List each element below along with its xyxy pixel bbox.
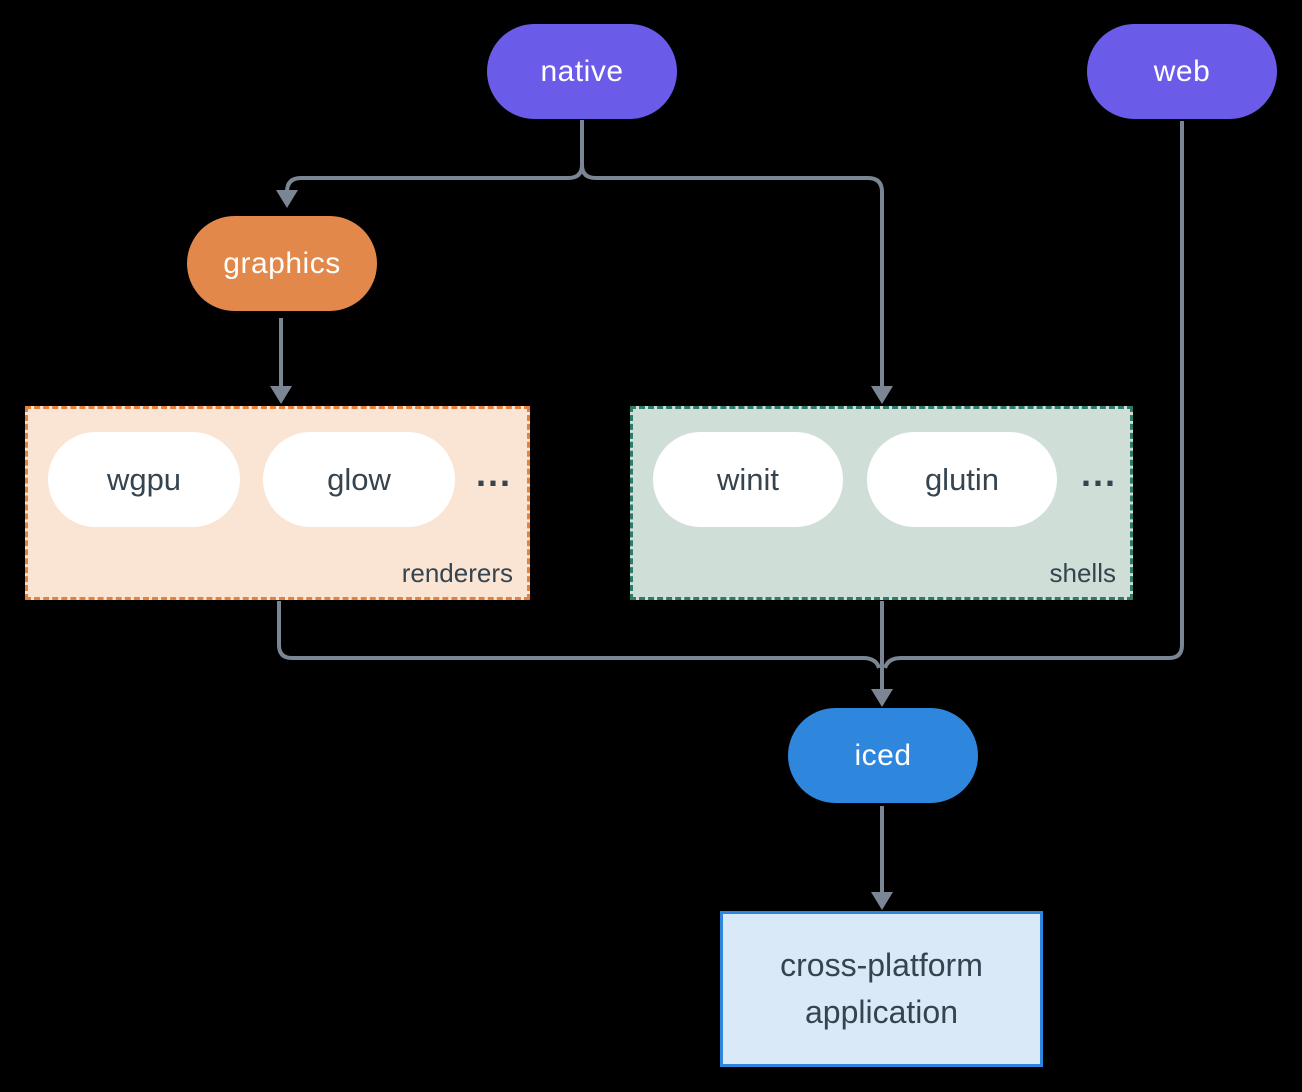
- node-web: web: [1087, 24, 1277, 119]
- arrowhead-application: [871, 892, 893, 910]
- arrowhead-shells: [871, 386, 893, 404]
- node-native: native: [487, 24, 677, 119]
- shells-ellipsis: ...: [1081, 453, 1118, 494]
- node-graphics: graphics: [187, 216, 377, 311]
- node-iced: iced: [788, 708, 978, 803]
- application-label-line2: application: [805, 994, 958, 1030]
- edge-web-merge: [883, 121, 1184, 669]
- edge-native-graphics: [285, 164, 584, 193]
- node-application: cross-platform application: [720, 911, 1043, 1067]
- application-label-line1: cross-platform: [780, 947, 983, 983]
- edge-renderers-merge: [277, 601, 881, 669]
- group-label-shells: shells: [1049, 558, 1116, 588]
- group-shells: winit glutin ... shells: [630, 406, 1133, 600]
- edge-native-shells: [580, 164, 884, 386]
- arrowhead-renderers: [270, 386, 292, 404]
- renderers-ellipsis: ...: [476, 453, 513, 494]
- arrowhead-graphics: [276, 190, 298, 208]
- chip-wgpu: wgpu: [48, 432, 240, 527]
- chip-glutin: glutin: [867, 432, 1057, 527]
- chip-glow: glow: [263, 432, 455, 527]
- chip-winit: winit: [653, 432, 843, 527]
- group-renderers: wgpu glow ... renderers: [25, 406, 530, 600]
- group-label-renderers: renderers: [401, 558, 513, 588]
- arrowhead-iced: [871, 689, 893, 707]
